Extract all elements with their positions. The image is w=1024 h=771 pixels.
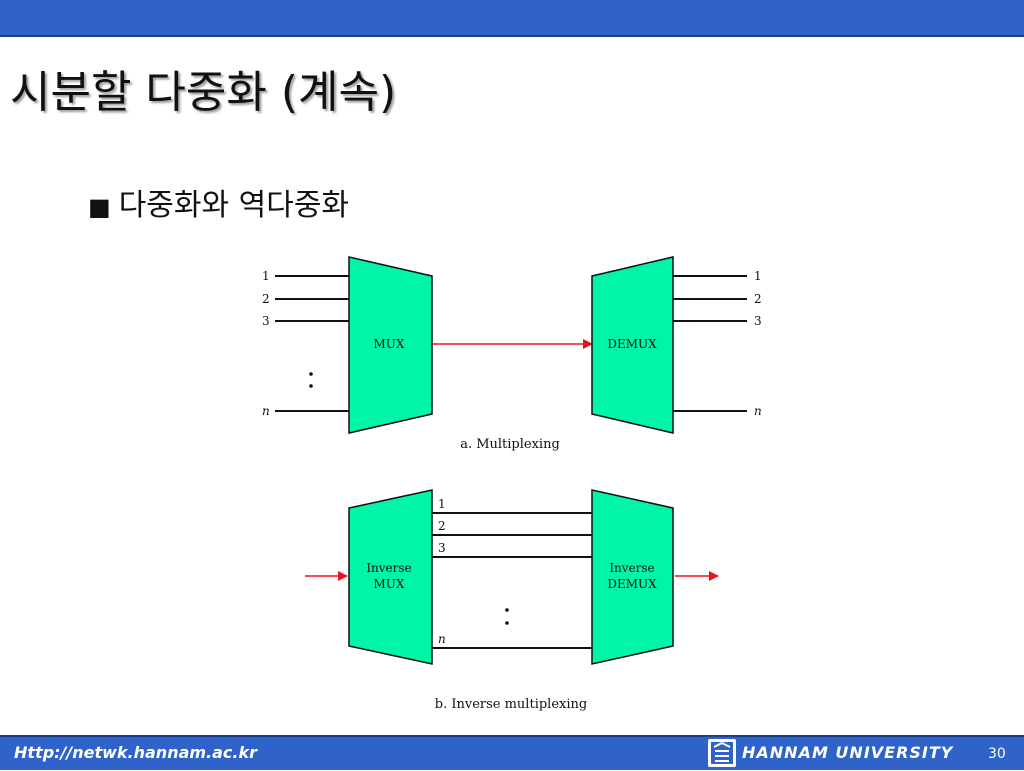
slide-title: 시분할 다중화 (계속) — [10, 67, 397, 118]
inverse-mux-label-2: MUX — [374, 577, 405, 591]
demux-output-label-3: 3 — [754, 314, 762, 328]
mux-input-label-n: n — [262, 404, 270, 418]
channel-label-3: 3 — [438, 541, 446, 555]
top-bar — [0, 0, 1024, 37]
mux-input-label-3: 3 — [262, 314, 270, 328]
demux-box — [591, 256, 674, 434]
channel-label-n: n — [438, 632, 446, 646]
mux-input-dot-2 — [309, 384, 313, 388]
mux-box — [348, 256, 433, 434]
mux-input-dot-1 — [309, 372, 313, 376]
demux-output-label-2: 2 — [754, 292, 762, 306]
demux-label: DEMUX — [607, 337, 657, 351]
inverse-mux-box — [348, 489, 433, 665]
page-number: 30 — [988, 746, 1006, 762]
multiplexing-diagram: 1 2 3 n MUX DEMUX 1 2 3 n a. Multiplexin… — [262, 256, 762, 712]
bullet-text: 다중화와 역다중화 — [118, 188, 350, 223]
footer-url-link[interactable]: Http://netwk.hannam.ac.kr — [14, 743, 258, 762]
inverse-demux-box — [591, 489, 674, 665]
caption-inverse-multiplexing: b. Inverse multiplexing — [435, 697, 587, 712]
footer-bar: Http://netwk.hannam.ac.kr HANNAM UNIVERS… — [0, 735, 1024, 770]
channel-label-2: 2 — [438, 519, 446, 533]
demux-output-label-1: 1 — [754, 269, 762, 283]
channel-dot-1 — [505, 608, 509, 612]
bullet-item: ■다중화와 역다중화 — [88, 180, 349, 224]
channel-dot-2 — [505, 621, 509, 625]
inverse-demux-label-2: DEMUX — [607, 577, 657, 591]
university-logo-icon — [708, 739, 736, 767]
mux-input-label-2: 2 — [262, 292, 270, 306]
caption-multiplexing: a. Multiplexing — [460, 437, 560, 452]
inverse-mux-label-1: Inverse — [366, 561, 411, 575]
footer-university-name: HANNAM UNIVERSITY — [742, 743, 954, 762]
mux-input-label-1: 1 — [262, 269, 270, 283]
inverse-demux-label-1: Inverse — [609, 561, 654, 575]
mux-label: MUX — [374, 337, 405, 351]
channel-label-1: 1 — [438, 497, 446, 511]
bullet-square-icon: ■ — [88, 193, 111, 221]
demux-output-label-n: n — [754, 404, 762, 418]
